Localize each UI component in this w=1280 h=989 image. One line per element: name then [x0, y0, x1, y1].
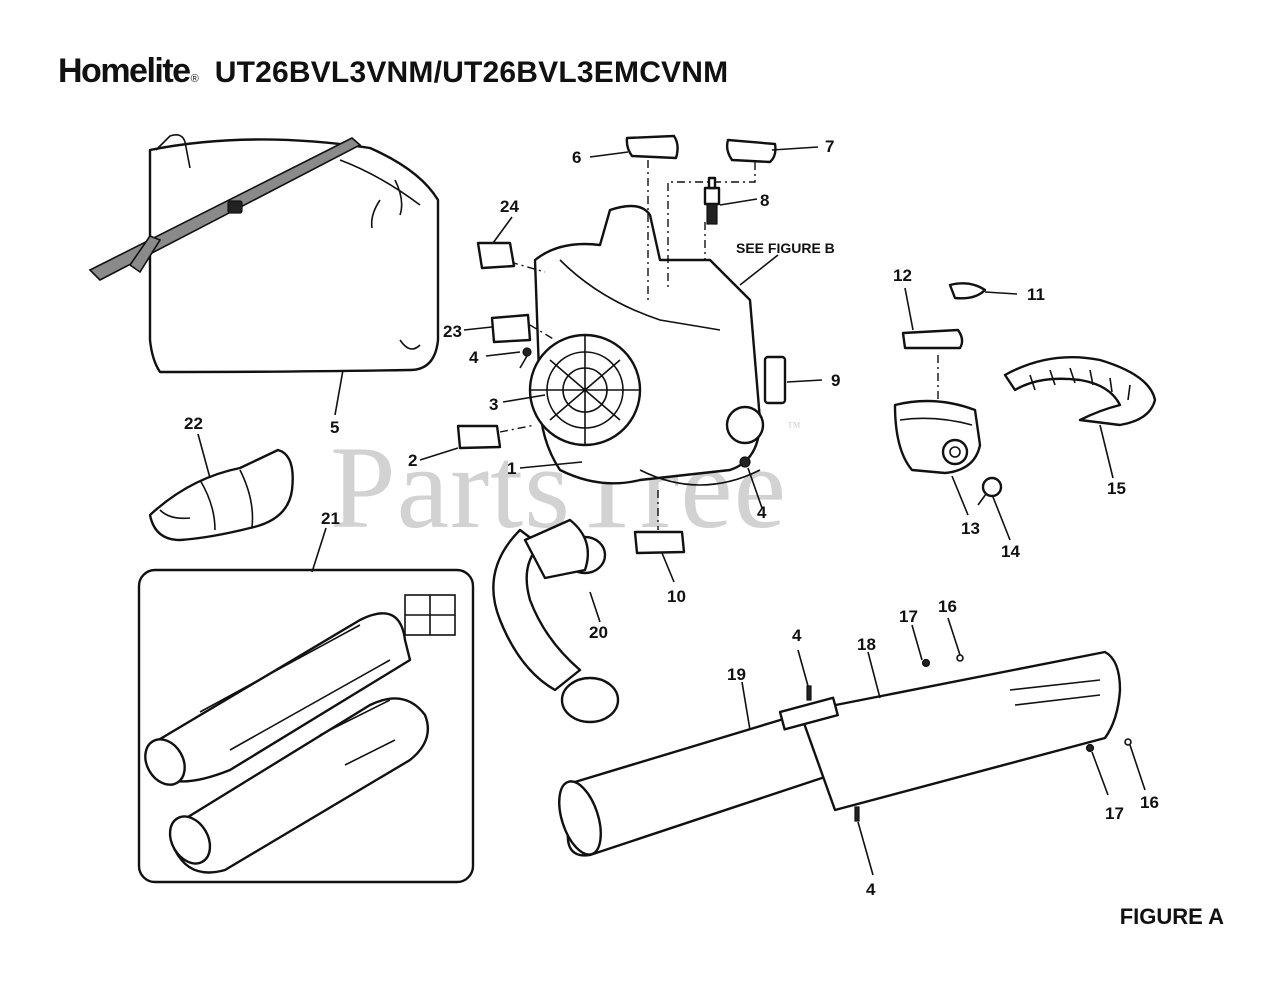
callout-22: 22 [184, 414, 203, 433]
part-fastener-17b[interactable] [1085, 743, 1095, 753]
diagram-header: Homelite® UT26BVL3VNM/UT26BVL3EMCVNM [58, 52, 728, 91]
part-fastener-16a[interactable] [956, 654, 964, 662]
model-number: UT26BVL3VNM/UT26BVL3EMCVNM [214, 56, 729, 89]
part-screw-c[interactable] [806, 685, 812, 701]
callout-4c: 4 [792, 626, 802, 645]
part-decal-9[interactable] [763, 355, 787, 405]
part-decal-10[interactable] [633, 530, 686, 555]
callout-20: 20 [589, 623, 608, 642]
callout-21: 21 [321, 509, 340, 528]
part-decal-23[interactable] [490, 313, 532, 344]
part-blower-tube-main[interactable] [551, 650, 1122, 860]
part-decal-24[interactable] [476, 241, 516, 270]
callout-labels: 6 7 8 24 23 4 3 2 1 5 22 21 9 10 20 4 11… [184, 137, 1159, 899]
callout-4b: 4 [757, 503, 767, 522]
assembly-line-4 [509, 261, 546, 273]
callout-4a: 4 [469, 348, 479, 367]
see-figure-b-note: SEE FIGURE B [736, 240, 835, 256]
part-decal-7[interactable] [725, 138, 777, 164]
part-decal-12[interactable] [901, 328, 964, 350]
callout-17a: 17 [899, 607, 918, 626]
part-fastener-17a[interactable] [921, 658, 931, 668]
callout-13: 13 [961, 519, 980, 538]
part-decal-11[interactable] [948, 282, 987, 300]
part-decal-2[interactable] [456, 424, 502, 450]
part-vacuum-bag[interactable] [88, 134, 440, 374]
callout-18: 18 [857, 635, 876, 654]
callout-9: 9 [831, 371, 840, 390]
leader-lines [197, 146, 1146, 876]
callout-7: 7 [825, 137, 834, 156]
part-decal-6[interactable] [625, 134, 679, 160]
callout-8: 8 [760, 191, 769, 210]
callout-11: 11 [1027, 285, 1045, 304]
callout-16a: 16 [938, 597, 957, 616]
part-flex-hose[interactable] [1003, 355, 1157, 427]
part-knob[interactable] [977, 476, 1003, 506]
callout-10: 10 [667, 587, 686, 606]
callout-16b: 16 [1140, 793, 1159, 812]
callout-14: 14 [1001, 542, 1020, 561]
callout-4d: 4 [866, 880, 876, 899]
watermark-tm: ™ [786, 420, 802, 435]
part-vacuum-elbow[interactable] [492, 518, 620, 724]
callout-2: 2 [408, 451, 417, 470]
part-throttle-housing[interactable] [893, 399, 982, 475]
part-fastener-16b[interactable] [1124, 738, 1132, 746]
callout-6: 6 [572, 148, 581, 167]
part-screw-b[interactable] [739, 456, 751, 468]
figure-label: FIGURE A [1119, 904, 1224, 929]
part-spark-plug[interactable] [703, 176, 721, 225]
callout-5: 5 [330, 418, 339, 437]
callout-17b: 17 [1105, 804, 1124, 823]
part-nozzle[interactable] [148, 448, 294, 542]
callout-23: 23 [443, 322, 462, 341]
registered-mark: ® [190, 73, 199, 85]
assembly-line-5 [529, 324, 556, 341]
callout-12: 12 [893, 266, 912, 285]
part-screw-d[interactable] [854, 806, 860, 822]
part-tube-set-box[interactable] [137, 568, 475, 884]
part-engine-housing[interactable] [528, 204, 765, 486]
brand-logo: Homelite [58, 52, 191, 90]
assembly-line-6 [499, 424, 536, 433]
callout-1: 1 [507, 459, 516, 478]
callout-19: 19 [727, 665, 746, 684]
part-screw-a[interactable] [519, 347, 532, 369]
callout-24: 24 [500, 197, 519, 216]
callout-3: 3 [489, 395, 498, 414]
callout-15: 15 [1107, 479, 1126, 498]
